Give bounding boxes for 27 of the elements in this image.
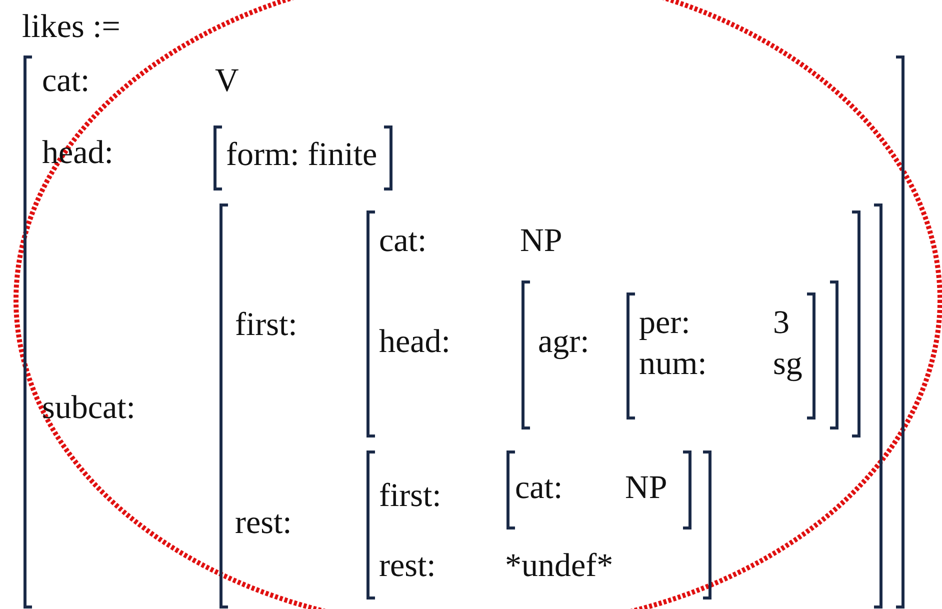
feature-text: rest: [379, 548, 436, 584]
feature-text: first: [379, 478, 442, 514]
feature-matrix [365, 210, 862, 438]
feature-label: cat: [42, 63, 90, 99]
feature-matrix [212, 125, 394, 191]
feature-matrix [218, 203, 884, 609]
feature-matrix [505, 450, 693, 530]
feature-text: agr: [538, 324, 590, 360]
feature-text: num: [639, 346, 707, 382]
feature-label: subcat: [42, 390, 136, 426]
feature-matrix [625, 292, 817, 420]
feature-text: cat: [379, 223, 427, 259]
feature-text: form: finite [226, 137, 378, 173]
feature-value: V [215, 63, 239, 99]
matrix-label: likes := [22, 9, 120, 45]
feature-matrix [520, 280, 840, 430]
feature-text: first: [235, 307, 298, 343]
feature-text: per: [639, 305, 690, 341]
feature-text: rest: [235, 505, 292, 541]
feature-text: *undef* [505, 548, 614, 584]
feature-text: NP [520, 223, 562, 259]
feature-text: sg [773, 346, 802, 382]
feature-matrix [365, 450, 713, 600]
feature-text: NP [625, 470, 668, 506]
feature-text: 3 [773, 305, 790, 341]
feature-text: head: [379, 324, 450, 360]
feature-text: cat: [515, 470, 563, 506]
